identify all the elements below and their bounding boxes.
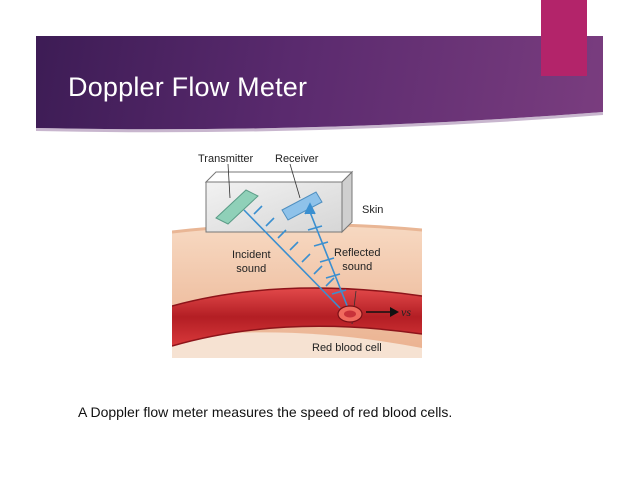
title-banner: Doppler Flow Meter (36, 36, 603, 136)
accent-block (541, 0, 587, 76)
label-velocity: vs (401, 305, 411, 319)
reflected-wave (304, 202, 349, 309)
doppler-illustration (171, 163, 423, 358)
red-blood-cell (337, 305, 363, 323)
label-transmitter: Transmitter (198, 153, 254, 165)
blood-vessel (172, 288, 422, 346)
slide-title: Doppler Flow Meter (68, 72, 308, 102)
slide-caption: A Doppler flow meter measures the speed … (78, 404, 453, 420)
label-reflected-line2: sound (342, 261, 373, 273)
velocity-arrow (366, 307, 399, 317)
label-incident-line1: Incident (232, 249, 271, 261)
label-red-blood-cell: Red blood cell (312, 342, 382, 354)
incident-wave (243, 205, 341, 309)
transmitter-crystal (215, 189, 259, 225)
label-receiver: Receiver (275, 153, 319, 165)
label-skin: Skin (362, 204, 384, 216)
label-reflected-line1: Reflected (334, 247, 381, 259)
label-incident-sound: Incident sound (232, 248, 271, 276)
receiver-crystal (281, 191, 323, 221)
label-incident-line2: sound (236, 263, 267, 275)
label-reflected-sound: Reflected sound (334, 246, 380, 274)
doppler-diagram: Transmitter Receiver Skin Incident sound… (171, 148, 423, 358)
banner-swoosh (36, 112, 603, 136)
